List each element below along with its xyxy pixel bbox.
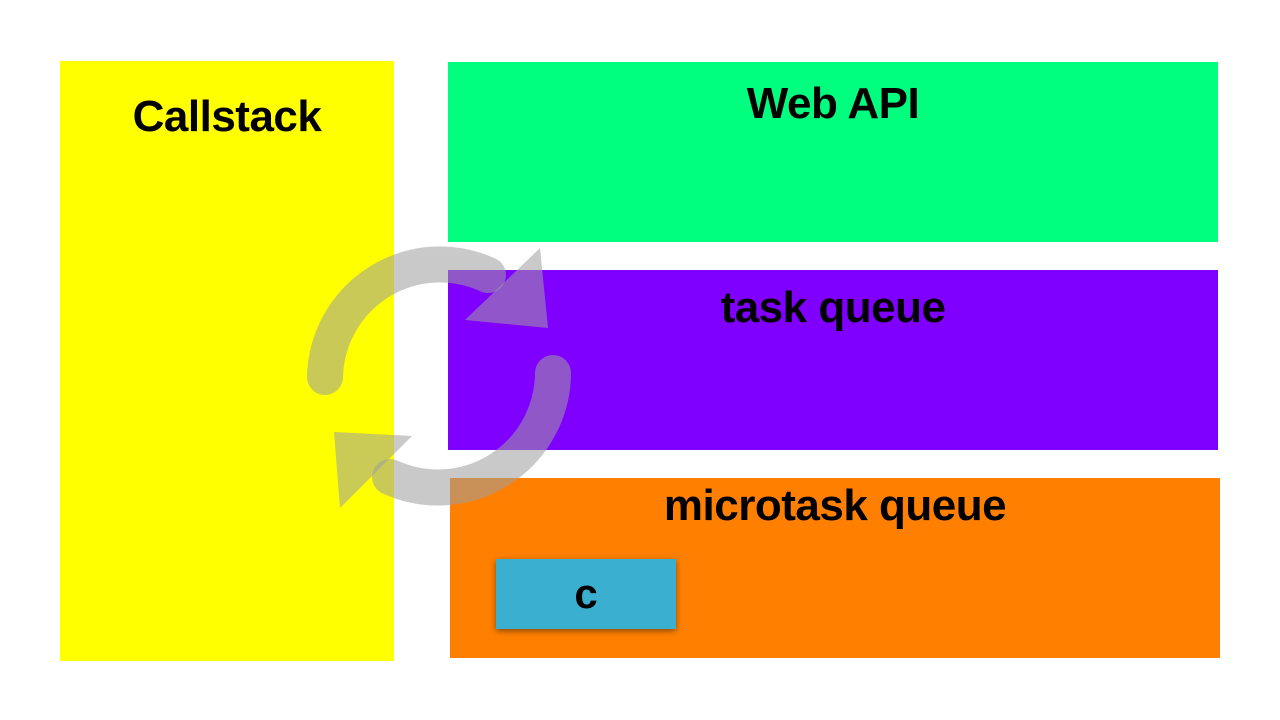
- task-queue-panel: task queue: [448, 270, 1218, 450]
- web-api-panel: Web API: [448, 62, 1218, 242]
- microtask-queue-panel: microtask queue c: [450, 478, 1220, 658]
- microtask-item: c: [496, 559, 676, 629]
- microtask-queue-title: microtask queue: [663, 481, 1007, 530]
- task-queue-title: task queue: [720, 283, 946, 332]
- web-api-title: Web API: [746, 79, 920, 128]
- callstack-title: Callstack: [132, 92, 322, 141]
- callstack-panel: Callstack: [60, 61, 394, 661]
